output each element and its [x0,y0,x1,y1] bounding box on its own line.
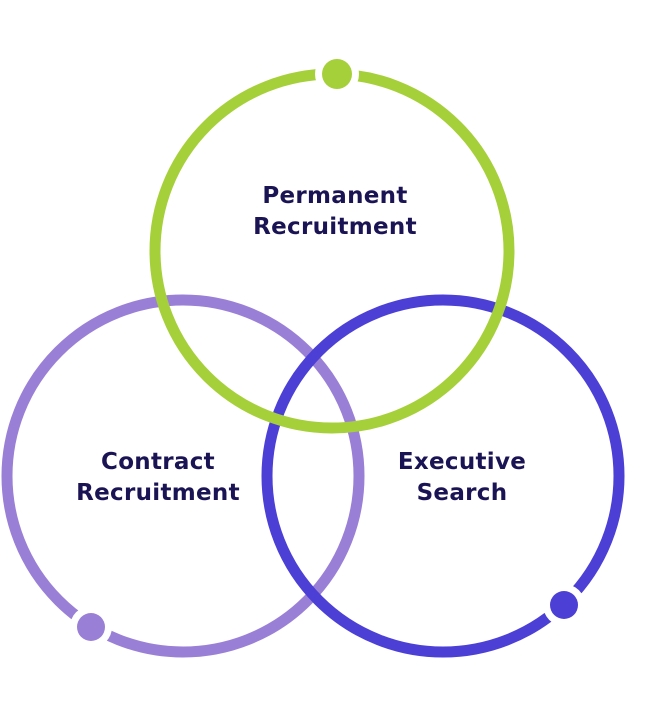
contract-knob [77,613,105,641]
label-contract: Contract Recruitment [76,447,240,509]
label-contract-line1: Contract [101,449,215,475]
executive-ring [261,294,625,658]
circle-contract [1,294,365,658]
contract-ring [1,294,365,658]
label-executive: Executive Search [398,447,526,509]
permanent-knob [322,59,352,89]
label-contract-line2: Recruitment [76,480,240,506]
label-permanent: Permanent Recruitment [253,181,417,243]
circle-permanent [149,52,515,434]
label-executive-line1: Executive [397,449,527,475]
label-executive-line2: Search [416,480,508,506]
label-permanent-line2: Recruitment [253,214,417,240]
circle-executive [261,294,625,658]
label-permanent-line1: Permanent [262,183,408,209]
executive-knob [550,591,578,619]
